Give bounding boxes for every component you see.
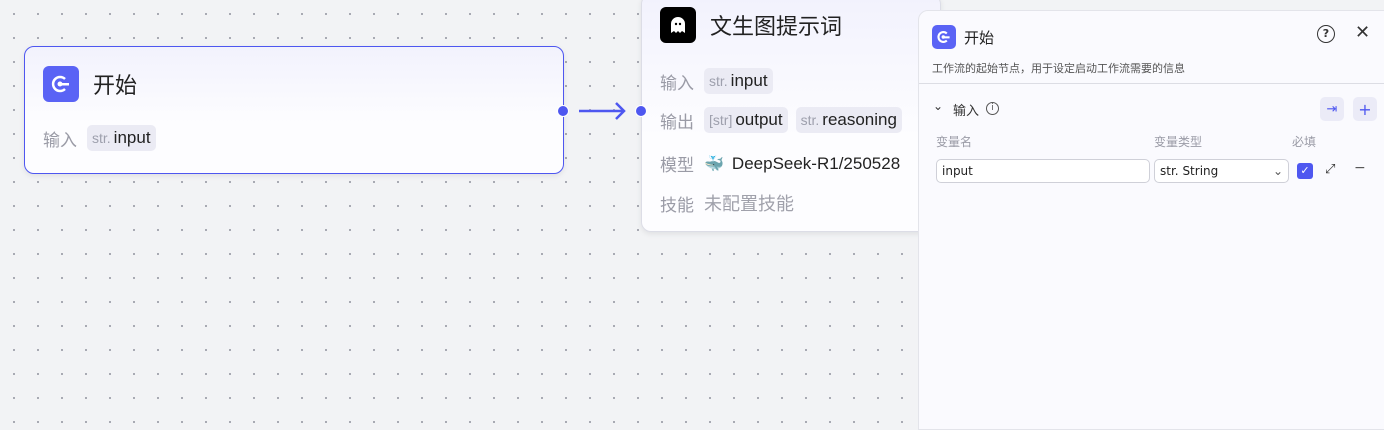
import-icon: ⇥ <box>1326 101 1338 117</box>
plus-icon: + <box>1358 99 1372 119</box>
model-label: 模型 <box>660 156 694 175</box>
output-variable-tag: str.reasoning <box>795 107 902 133</box>
divider <box>919 83 1384 84</box>
variable-name-input[interactable]: input <box>936 159 1150 183</box>
import-button[interactable]: ⇥ <box>1320 97 1344 121</box>
node-title: 开始 <box>93 74 138 99</box>
chevron-down-icon: ⌄ <box>1272 164 1283 178</box>
output-label: 输出 <box>660 112 694 132</box>
connection-arrow[interactable] <box>576 100 632 122</box>
section-title: 输入 <box>953 104 980 119</box>
col-header-type: 变量类型 <box>1154 135 1203 149</box>
input-variable-tag: str.input <box>87 125 156 151</box>
panel-title: 开始 <box>964 29 995 47</box>
ghost-icon <box>660 7 696 43</box>
start-output-port[interactable] <box>557 105 569 117</box>
output-variable-tag: [str]output <box>704 107 788 133</box>
chevron-down-icon[interactable]: ⌄ <box>933 99 944 113</box>
info-icon[interactable]: i <box>986 102 999 115</box>
col-header-required: 必填 <box>1292 135 1317 149</box>
remove-icon[interactable]: − <box>1354 160 1366 176</box>
node-title: 文生图提示词 <box>710 15 843 40</box>
start-icon <box>932 25 956 49</box>
input-label: 输入 <box>43 130 77 150</box>
deepseek-whale-icon: 🐳 <box>704 155 724 173</box>
llm-input-port[interactable] <box>635 105 647 117</box>
add-variable-button[interactable]: + <box>1353 97 1377 121</box>
start-icon <box>43 66 79 102</box>
panel-description: 工作流的起始节点，用于设定启动工作流需要的信息 <box>932 62 1185 75</box>
input-label: 输入 <box>660 73 694 93</box>
expand-icon[interactable]: ⤢ <box>1325 162 1336 177</box>
variable-type-select[interactable]: str. String ⌄ <box>1154 159 1289 183</box>
llm-node[interactable]: 文生图提示词 输入 str.input 输出 [str]output str.r… <box>641 0 941 232</box>
start-node[interactable]: 开始 输入 str.input <box>24 46 564 174</box>
help-icon[interactable]: ? <box>1317 25 1335 43</box>
model-name: DeepSeek-R1/250528 <box>731 153 901 173</box>
close-icon[interactable]: ✕ <box>1355 22 1371 43</box>
skill-value: 未配置技能 <box>704 194 794 214</box>
col-header-name: 变量名 <box>936 135 973 149</box>
input-variable-tag: str.input <box>704 68 773 94</box>
required-checkbox[interactable]: ✓ <box>1297 163 1313 179</box>
skill-label: 技能 <box>660 195 694 215</box>
node-config-panel: 开始 ? ✕ 工作流的起始节点，用于设定启动工作流需要的信息 ⌄ 输入 i ⇥ … <box>918 10 1384 430</box>
